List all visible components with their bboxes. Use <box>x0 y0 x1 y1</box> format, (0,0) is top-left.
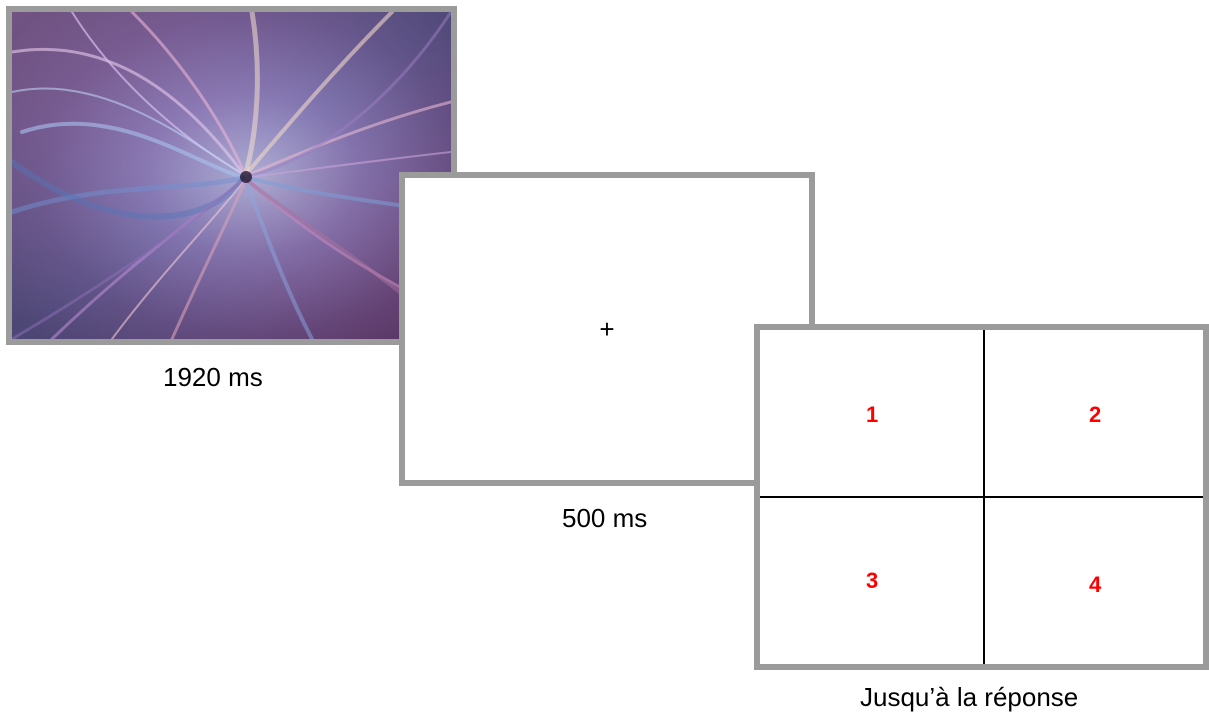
fixation-cross: + <box>599 314 615 344</box>
grid-horizontal-line <box>760 496 1203 498</box>
fixation-screen: + <box>399 172 815 486</box>
stimulus-duration-label: 1920 ms <box>163 362 263 392</box>
abstract-swirl-image <box>12 12 451 339</box>
fixation-duration-label: 500 ms <box>562 503 648 533</box>
quadrant-4-label: 4 <box>1089 572 1102 597</box>
quadrant-3-label: 3 <box>866 568 879 593</box>
quadrant-2-label: 2 <box>1089 402 1102 427</box>
quadrant-1-label: 1 <box>866 402 879 427</box>
response-screen: 1 2 3 4 <box>754 324 1209 670</box>
response-duration-label: Jusqu’à la réponse <box>860 682 1079 712</box>
stimulus-screen <box>6 6 457 345</box>
